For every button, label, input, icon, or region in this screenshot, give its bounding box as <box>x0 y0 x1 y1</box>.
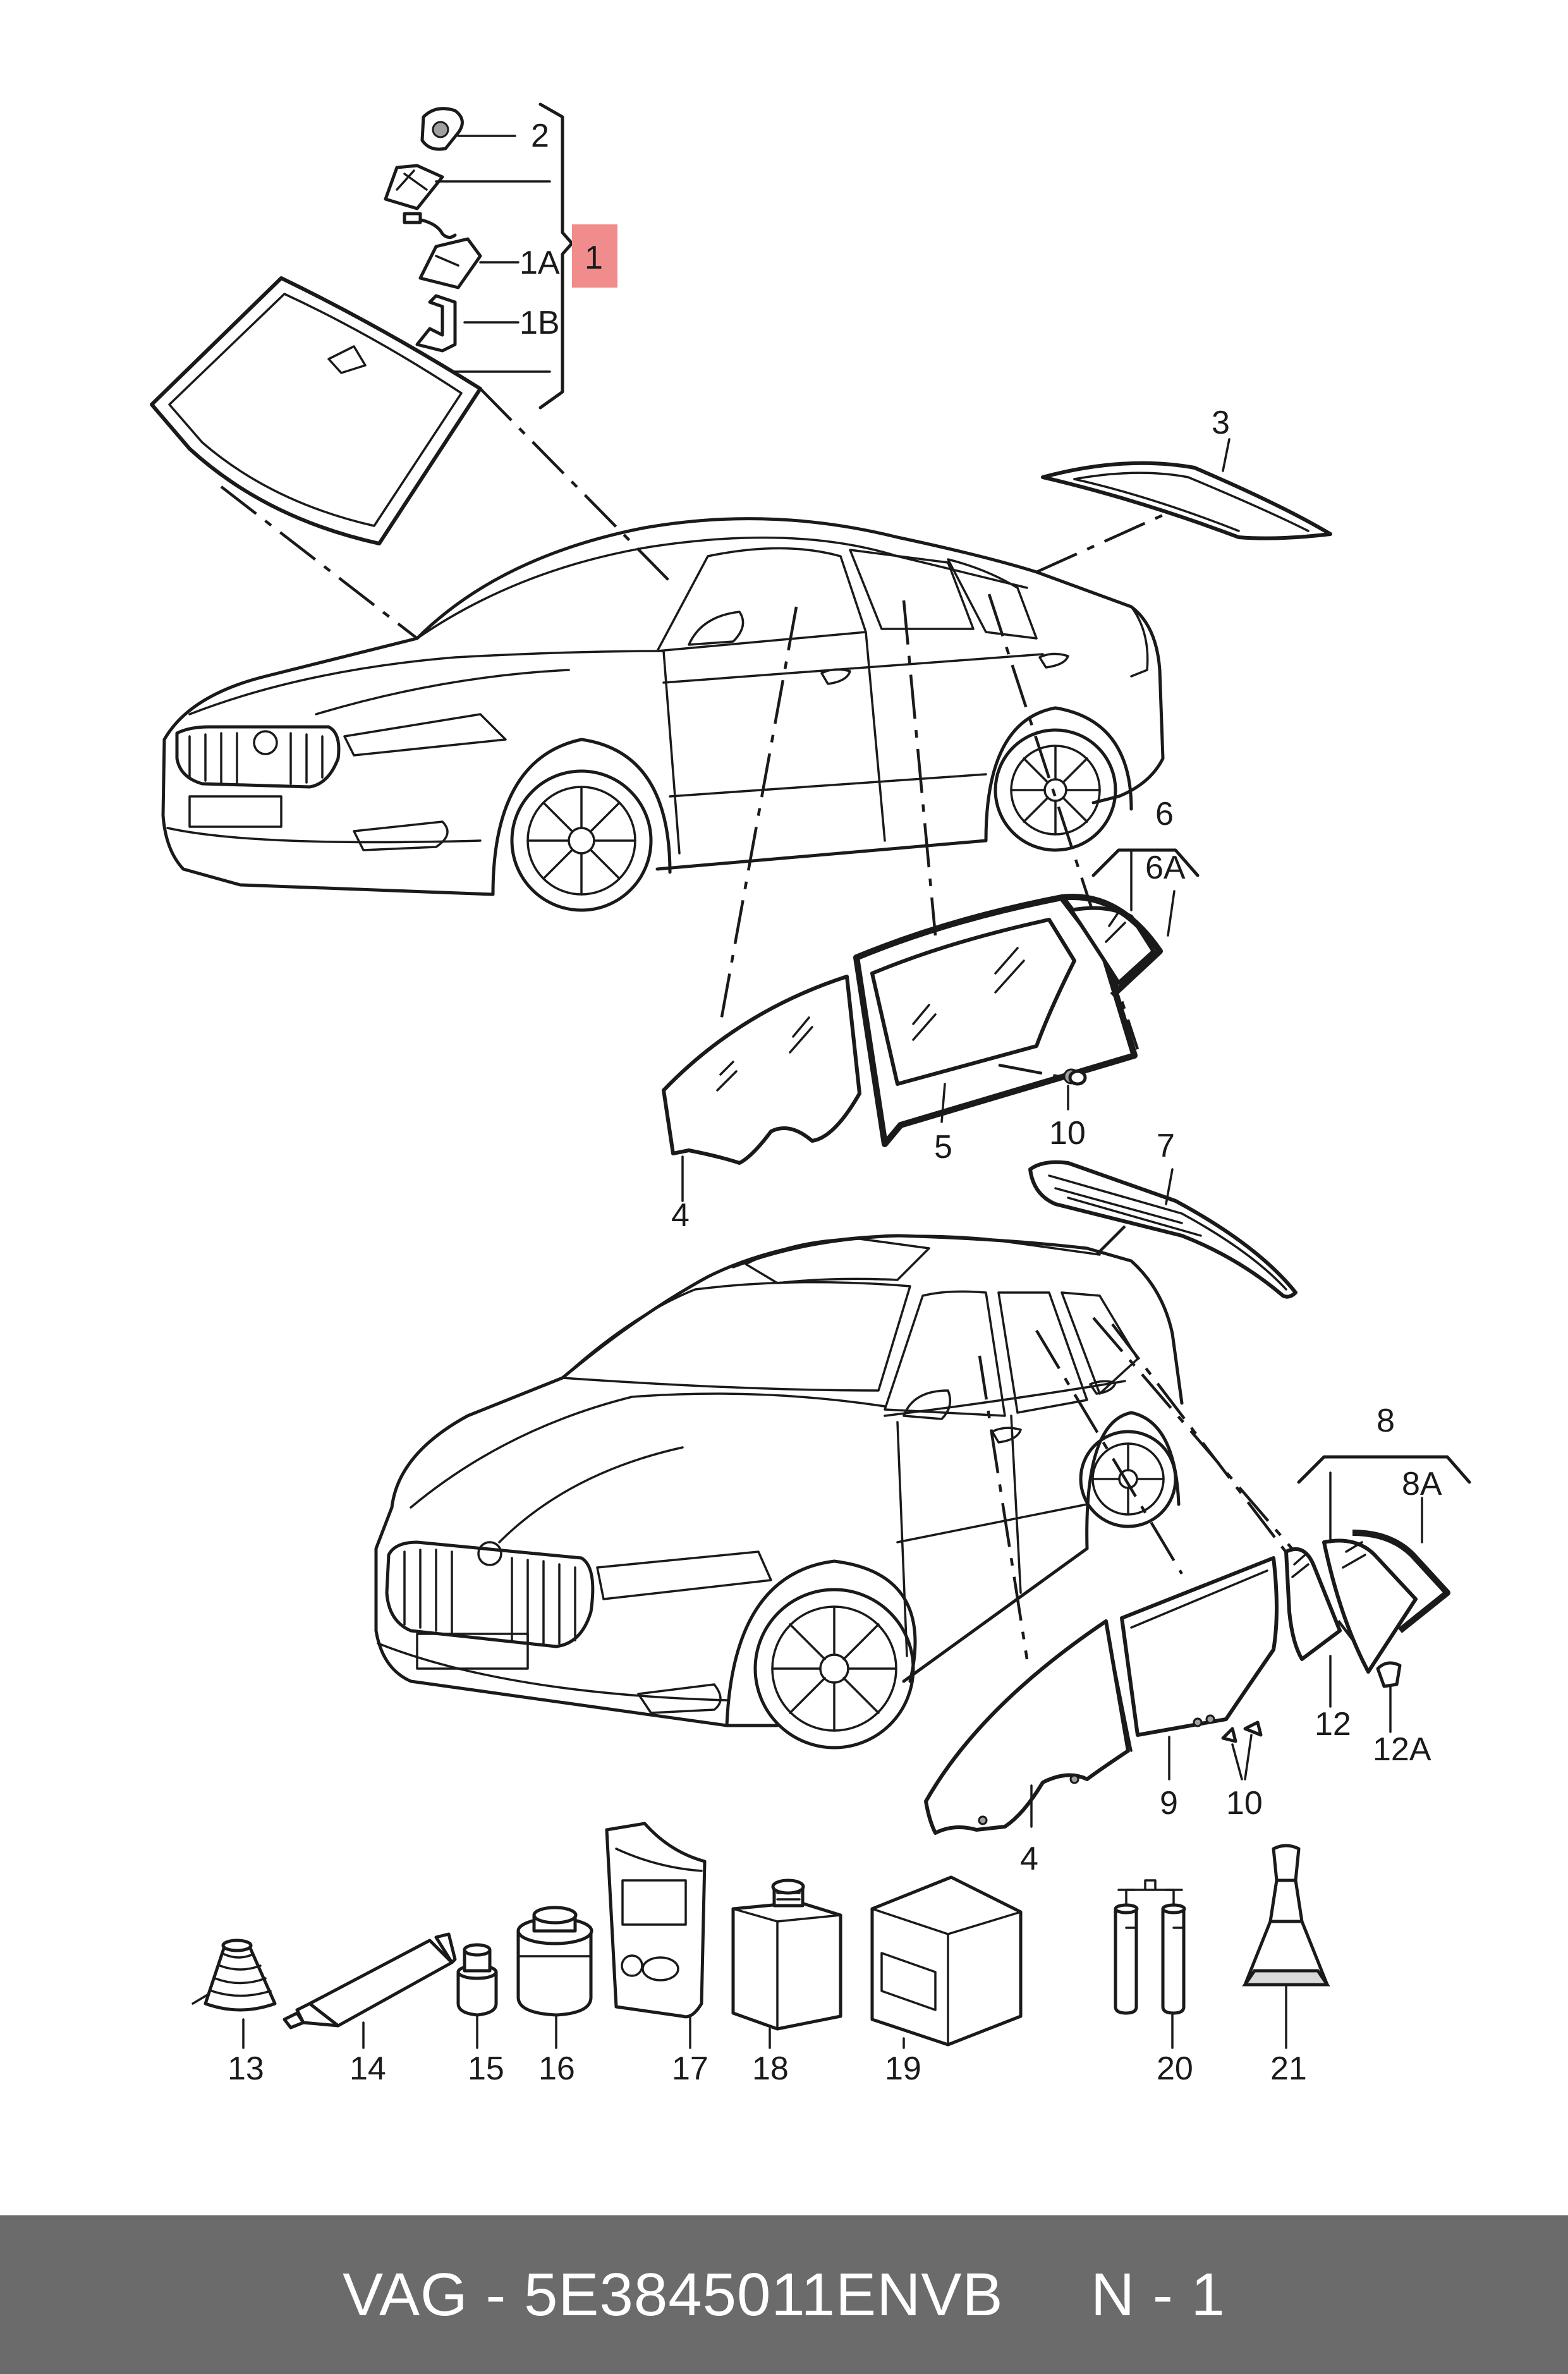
front-door-glass-part-4[interactable] <box>662 975 861 1202</box>
callout-7: 7 <box>1157 1128 1175 1164</box>
callout-18: 18 <box>752 2050 789 2087</box>
callout-15: 15 <box>468 2050 504 2087</box>
rain-sensor-part[interactable] <box>420 107 516 151</box>
bracket-1A-part[interactable] <box>418 237 520 289</box>
estate-rear-window-part-7[interactable] <box>1028 1160 1298 1299</box>
sensor-cable-part[interactable] <box>403 212 457 239</box>
callout-1: 1 <box>585 240 603 276</box>
callout-20: 20 <box>1157 2050 1193 2087</box>
callout-10-estate: 10 <box>1226 1785 1263 1822</box>
part-number-label: VAG - 5E3845011ENVB N - 1 <box>343 2260 1225 2328</box>
callout-6A: 6A <box>1145 849 1186 886</box>
callout-12: 12 <box>1315 1706 1351 1743</box>
spacer-part-13[interactable] <box>191 1939 277 2049</box>
callout-4-sedan: 4 <box>671 1197 690 1234</box>
estate-front-door-glass-part-4[interactable] <box>924 1619 1133 1835</box>
callout-8: 8 <box>1377 1403 1395 1439</box>
callout-13: 13 <box>228 2050 264 2087</box>
primer-bottle-part-15[interactable] <box>456 1943 498 2049</box>
suction-cup-tool-part-21[interactable] <box>1242 1844 1330 2049</box>
clip-part-12A[interactable] <box>1376 1661 1402 1733</box>
leader-windscreen-1 <box>479 387 671 583</box>
callout-4-estate: 4 <box>1020 1841 1038 1877</box>
callout-9: 9 <box>1160 1785 1178 1822</box>
callout-16: 16 <box>538 2050 575 2087</box>
cleaner-tin-part-16[interactable] <box>516 1906 593 2049</box>
leader-estate-door-rear <box>1035 1329 1183 1575</box>
estate-fixed-glass-part-8[interactable] <box>1322 1538 1418 1674</box>
repair-kit-box-part-19[interactable] <box>870 1875 1023 2049</box>
leader-door-rear <box>902 600 937 936</box>
estate-quarter-glass-part-12[interactable] <box>1284 1547 1342 1708</box>
activator-bottle-part-18[interactable] <box>731 1878 842 2049</box>
callout-10-sedan: 10 <box>1049 1115 1086 1152</box>
callout-1-highlight <box>572 224 617 288</box>
windscreen-group: 2 1 1A 1B <box>150 102 671 640</box>
callout-3: 3 <box>1212 405 1230 441</box>
callout-2: 2 <box>531 118 549 154</box>
leader-windscreen-2 <box>220 485 418 640</box>
part-number-footer: VAG - 5E3845011ENVB N - 1 <box>0 2215 1568 2374</box>
leader-estate-door-front <box>978 1355 1029 1660</box>
callout-12A: 12A <box>1373 1731 1431 1768</box>
leader-estate-clip <box>1111 1323 1366 1657</box>
estate-glass-seal-part-8A[interactable] <box>1352 1530 1450 1633</box>
twin-cartridge-part-20[interactable] <box>1114 1879 1186 2049</box>
quarter-glass-part-6[interactable] <box>1061 894 1163 998</box>
clip-part-10-sedan[interactable] <box>998 1063 1087 1111</box>
callout-6: 6 <box>1155 796 1174 832</box>
group-6-bracket <box>1091 848 1200 877</box>
callout-8A: 8A <box>1402 1466 1442 1502</box>
parts-diagram: 2 1 1A 1B <box>150 102 1471 2087</box>
bracket-1B-part[interactable] <box>415 294 551 373</box>
leader-7 <box>1095 1225 1126 1256</box>
estate-rear-door-glass-part-9[interactable] <box>1120 1556 1279 1780</box>
callout-1B: 1B <box>520 305 560 341</box>
leader-estate-quarter <box>1092 1317 1310 1569</box>
mirror-base-cover-part[interactable] <box>384 164 551 210</box>
callout-19: 19 <box>885 2050 921 2087</box>
callout-5: 5 <box>934 1129 952 1166</box>
windscreen-part[interactable] <box>150 276 482 545</box>
clip-part-10-estate[interactable] <box>1221 1720 1263 1780</box>
wipe-pouch-part-17[interactable] <box>605 1822 707 2049</box>
group-8-bracket <box>1297 1455 1471 1484</box>
callout-17: 17 <box>672 2050 708 2087</box>
adhesive-tube-part-14[interactable] <box>283 1932 457 2049</box>
callout-21: 21 <box>1270 2050 1307 2087</box>
leader-rear-window <box>1036 513 1164 574</box>
callout-14: 14 <box>349 2050 386 2087</box>
callout-1A: 1A <box>520 245 560 281</box>
rear-window-part-3[interactable] <box>1041 438 1332 540</box>
leader-6A <box>1167 890 1176 937</box>
leader-door-front <box>719 606 798 1025</box>
sedan-car-illustration <box>161 517 1165 912</box>
